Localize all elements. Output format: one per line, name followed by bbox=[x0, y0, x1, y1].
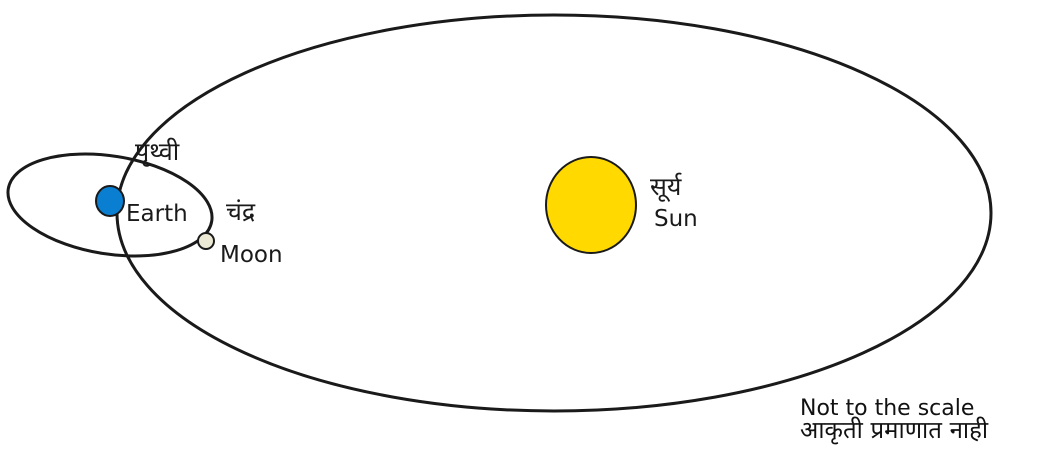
scale-note-english: Not to the scale bbox=[800, 396, 975, 421]
earth bbox=[95, 185, 125, 217]
moon-label-marathi: चंद्र bbox=[226, 197, 256, 226]
earth-label-marathi: पृथ्वी bbox=[135, 137, 180, 167]
earth-label-english: Earth bbox=[126, 201, 188, 227]
scale-note-marathi: आकृती प्रमाणात नाही bbox=[800, 416, 989, 444]
moon bbox=[197, 232, 215, 250]
sun bbox=[545, 156, 637, 254]
moon-orbit bbox=[6, 152, 214, 258]
sun-label-marathi: सूर्य bbox=[650, 172, 682, 202]
moon-label-english: Moon bbox=[220, 242, 283, 268]
sun-label-english: Sun bbox=[654, 206, 698, 232]
scale-note: Not to the scale आकृती प्रमाणात नाही bbox=[800, 396, 989, 444]
